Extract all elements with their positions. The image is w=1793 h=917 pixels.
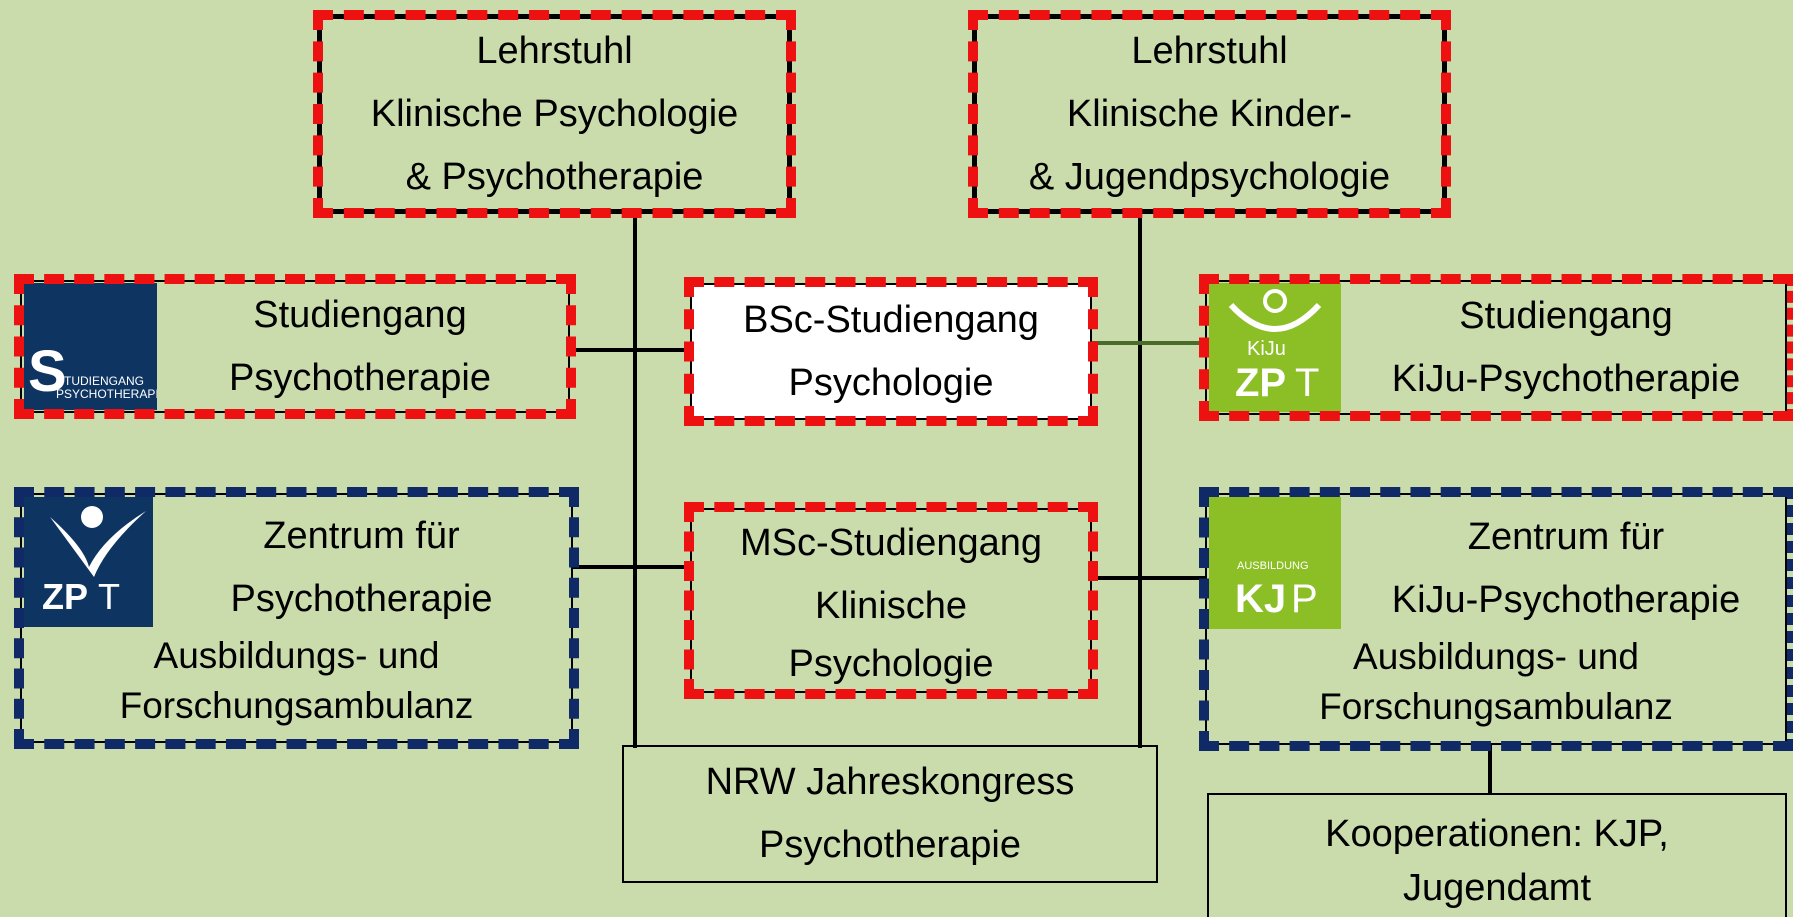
chair-clinical-line-3: & Psychotherapie bbox=[405, 155, 704, 198]
study-kiju-line-1: Studiengang bbox=[1459, 294, 1673, 337]
kiju-logo-zp: ZP bbox=[1235, 361, 1287, 405]
chair-child-line-3: & Jugendpsychologie bbox=[1028, 155, 1391, 198]
chair-child-line-1: Lehrstuhl bbox=[1131, 29, 1288, 72]
zpt-kiju-box: Zentrum für KiJu-Psychotherapie Ausbildu… bbox=[1205, 493, 1787, 745]
chair-child-psychology-box: Lehrstuhl Klinische Kinder- & Jugendpsyc… bbox=[972, 14, 1447, 214]
bsc-line-2: Psychologie bbox=[788, 361, 994, 404]
chair-clinical-psychology-box: Lehrstuhl Klinische Psychologie & Psycho… bbox=[317, 14, 792, 214]
kiju-logo-t: T bbox=[1295, 361, 1320, 405]
zpt-line-2: Psychotherapie bbox=[230, 578, 493, 620]
kjp-logo: AUSBILDUNG KJ P bbox=[1209, 497, 1341, 629]
zpt-logo: ZP T bbox=[24, 497, 153, 627]
kiju-zpt-logo: KiJu ZP T bbox=[1209, 283, 1341, 412]
studiengang-logo: S STUDIENGANG PSYCHOTHERAPIE bbox=[24, 283, 157, 410]
studiengang-logo-s-icon: S bbox=[28, 339, 67, 404]
zpt-kiju-line-1: Zentrum für bbox=[1467, 516, 1665, 558]
bsc-line-1: BSc-Studiengang bbox=[743, 298, 1039, 341]
zpt-line-3: Ausbildungs- und bbox=[153, 635, 440, 676]
msc-line-3: Psychologie bbox=[788, 642, 994, 685]
msc-line-1: MSc-Studiengang bbox=[739, 521, 1043, 564]
cooperations-line-2: Jugendamt bbox=[1402, 867, 1591, 909]
zpt-title-group: Zentrum für Psychotherapie bbox=[101, 505, 493, 631]
nrw-congress-box: NRW Jahreskongress Psychotherapie bbox=[622, 745, 1158, 883]
zpt-kiju-line-3: Ausbildungs- und bbox=[1353, 636, 1639, 677]
zpt-logo-t: T bbox=[98, 576, 120, 617]
cooperations-box: Kooperationen: KJP, Jugendamt bbox=[1207, 793, 1787, 917]
zpt-logo-zp: ZP bbox=[42, 576, 89, 617]
zpt-box: Zentrum für Psychotherapie Ausbildungs- … bbox=[20, 493, 573, 743]
zpt-kiju-line-4: Forschungsambulanz bbox=[1319, 686, 1673, 727]
zpt-line-1: Zentrum für bbox=[263, 515, 460, 557]
zpt-line-4: Forschungsambulanz bbox=[119, 685, 474, 726]
zpt-kiju-line-2: KiJu-Psychotherapie bbox=[1391, 579, 1741, 621]
chair-clinical-line-2: Klinische Psychologie bbox=[370, 92, 739, 135]
msc-clinical-psychology-box: MSc-Studiengang Klinische Psychologie bbox=[690, 508, 1092, 693]
studiengang-logo-line-1: STUDIENGANG bbox=[56, 374, 145, 388]
kjp-logo-p: P bbox=[1291, 577, 1318, 621]
bsc-psychology-box: BSc-Studiengang Psychologie bbox=[690, 283, 1092, 420]
kjp-logo-ausbildung: AUSBILDUNG bbox=[1237, 560, 1309, 572]
kiju-figure-icon bbox=[1228, 289, 1322, 332]
msc-line-2: Klinische bbox=[814, 584, 968, 627]
study-psychotherapy-line-2: Psychotherapie bbox=[229, 356, 491, 399]
congress-line-2: Psychotherapie bbox=[759, 824, 1021, 866]
kiju-logo-text: KiJu bbox=[1247, 338, 1286, 360]
congress-line-1: NRW Jahreskongress bbox=[705, 761, 1075, 803]
study-kiju-line-2: KiJu-Psychotherapie bbox=[1391, 357, 1741, 400]
chair-child-line-2: Klinische Kinder- bbox=[1066, 92, 1353, 135]
studiengang-logo-line-2: PSYCHOTHERAPIE bbox=[56, 387, 157, 401]
chair-clinical-line-1: Lehrstuhl bbox=[476, 29, 633, 72]
zpt-kiju-title-group: Zentrum für KiJu-Psychotherapie bbox=[1252, 506, 1741, 632]
zpt-figure-icon bbox=[50, 506, 146, 577]
cooperations-line-1: Kooperationen: KJP, bbox=[1325, 813, 1669, 855]
study-psychotherapy-line-1: Studiengang bbox=[253, 293, 467, 336]
kjp-logo-kj: KJ bbox=[1235, 577, 1287, 621]
